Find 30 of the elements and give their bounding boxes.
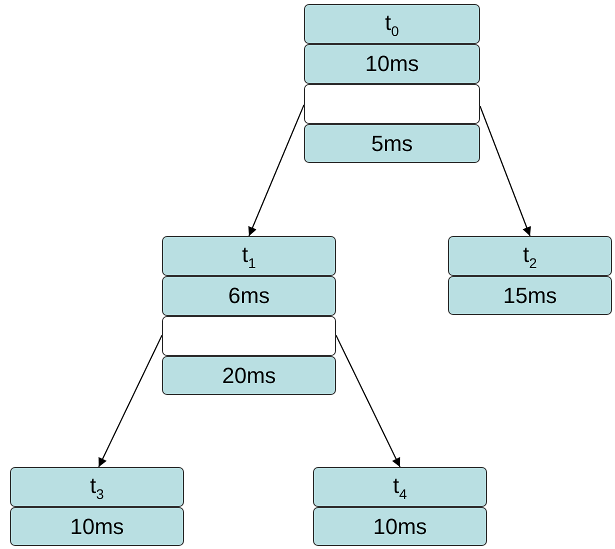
timing-box [448, 276, 612, 315]
arrow [335, 334, 401, 468]
timing-box [304, 44, 480, 84]
timing-label: 20ms [222, 362, 276, 388]
arrow [98, 334, 163, 468]
timing-label: t$_{3}$ [90, 472, 104, 502]
timing-label: t$_{2}$ [523, 242, 537, 270]
timing-box [162, 276, 336, 316]
empty-box [304, 84, 480, 124]
timing-box [304, 124, 480, 163]
timing-label: 15ms [503, 282, 557, 308]
timing-box [10, 507, 184, 546]
timing-label: t$_{1}$ [242, 242, 256, 270]
timing-box [162, 356, 336, 395]
timing-box [313, 507, 487, 546]
timing-box [304, 4, 480, 44]
timing-label: t$_{4}$ [393, 472, 407, 502]
timing-label: 10ms [373, 514, 427, 540]
timing-label: t$_{0}$ [385, 10, 399, 38]
arrow [248, 104, 305, 236]
timing-box [313, 467, 487, 507]
arrow [479, 106, 531, 236]
timing-label: 10ms [365, 51, 419, 77]
timing-box [162, 236, 336, 276]
timing-box [448, 236, 612, 276]
timing-label: 5ms [371, 130, 413, 156]
timing-box [10, 467, 184, 507]
timing-label: 10ms [70, 514, 124, 540]
timing-label: 6ms [228, 283, 270, 309]
empty-box [162, 316, 336, 356]
